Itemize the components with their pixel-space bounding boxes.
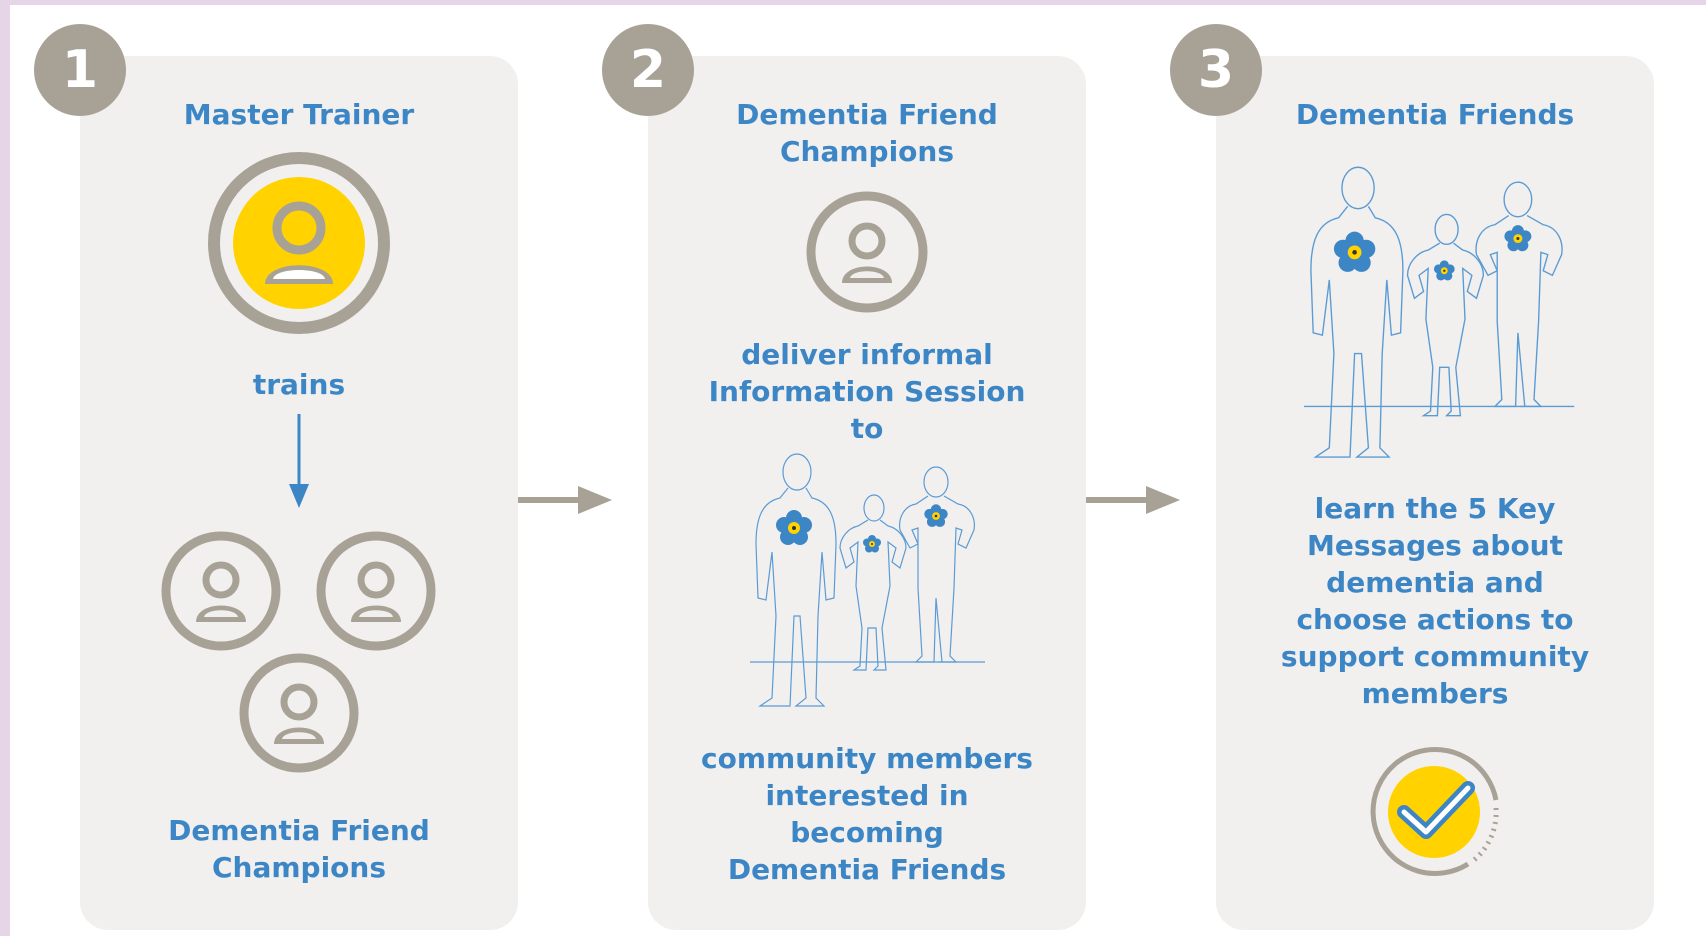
frame-left-border [0, 0, 10, 936]
forget-me-not-flower-icon [1433, 260, 1455, 281]
champion-person-icon [806, 191, 928, 313]
step-1-badge: 1 [34, 24, 126, 116]
forget-me-not-flower-icon [924, 504, 948, 528]
checkmark-circle-icon [1370, 747, 1499, 876]
step-1-action: trains [252, 368, 346, 401]
step-1-result: Dementia Friend Champions [168, 814, 430, 884]
people-group-icon [1304, 166, 1575, 458]
step-2-panel [648, 56, 1086, 930]
step-arrow-2-icon [1086, 486, 1180, 514]
champion-person-icon [239, 653, 359, 773]
frame-top-border [0, 0, 1706, 5]
forget-me-not-flower-icon [1504, 225, 1532, 252]
step-arrow-1-icon [518, 486, 612, 514]
champion-person-icon [161, 531, 281, 651]
forget-me-not-flower-icon [863, 535, 881, 553]
step-3-badge: 3 [1170, 24, 1262, 116]
step-3-title: Dementia Friends [1295, 98, 1575, 131]
step-2-badge: 2 [602, 24, 694, 116]
step-2-title: Dementia Friend Champions [736, 98, 998, 168]
champion-person-icon [316, 531, 436, 651]
master-trainer-person-icon [208, 152, 390, 334]
people-group-icon [750, 453, 985, 707]
step-2-result: community members interested in becoming… [701, 742, 1033, 886]
forget-me-not-flower-icon [776, 510, 812, 545]
down-arrow-icon [289, 414, 309, 508]
step-1-title: Master Trainer [183, 98, 415, 131]
step-3-action: learn the 5 Key Messages about dementia … [1280, 492, 1590, 710]
step-2-action: deliver informal Information Session to [708, 338, 1026, 445]
forget-me-not-flower-icon [1333, 231, 1376, 272]
